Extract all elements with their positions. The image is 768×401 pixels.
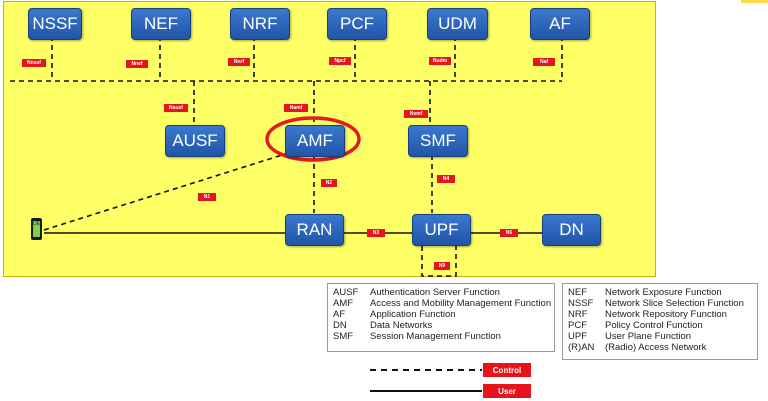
legend-abbr: PCF [568,320,587,331]
legend-row: (R)AN (Radio) Access Network [568,342,752,353]
legend-abbr: SMF [333,331,354,342]
ue-phone-icon: UE [31,218,42,240]
interface-nnef: Nnef [126,60,148,68]
legend-name: Network Exposure Function [605,287,722,298]
ue-label: UE [33,221,40,237]
smf-box: SMF [408,125,468,157]
legend-abbr: AMF [333,298,354,309]
amf-box: AMF [285,125,345,157]
interface-n4: N4 [437,175,455,183]
corner-accent [741,0,768,3]
interface-nnssf: Nnssf [22,59,46,67]
legend-abbr: NSSF [568,298,594,309]
interface-n3: N3 [367,229,385,237]
interface-npcf: Npcf [329,57,351,65]
interface-n6: N6 [500,229,518,237]
nssf-box: NSSF [28,8,82,40]
udm-box: UDM [427,8,488,40]
legend-row: DN Data Networks [333,320,549,331]
legend-row: AF Application Function [333,309,549,320]
ausf-box: AUSF [165,125,225,157]
legend-name: Session Management Function [370,331,501,342]
dn-box: DN [542,214,601,246]
legend-name: Application Function [370,309,456,320]
legend-abbr: NRF [568,309,588,320]
af-box: AF [530,8,590,40]
ran-box: RAN [285,214,344,246]
legend-name: Authentication Server Function [370,287,500,298]
legend-row: SMF Session Management Function [333,331,549,342]
legend-name: Network Slice Selection Function [605,298,744,309]
legend-row: NSSF Network Slice Selection Function [568,298,752,309]
interface-n9: N9 [434,262,450,270]
legend-name: Access and Mobility Management Function [370,298,552,309]
legend-row: PCF Policy Control Function [568,320,752,331]
legend-abbr: AF [333,309,346,320]
legend-abbr: NEF [568,287,587,298]
legend-row: NEF Network Exposure Function [568,287,752,298]
interface-nsmf: Nsmf [404,110,428,118]
legend-name: Network Repository Function [605,309,727,320]
legend-row: UPF User Plane Function [568,331,752,342]
key-user: User [483,384,531,398]
upf-box: UPF [412,214,471,246]
nrf-box: NRF [230,8,290,40]
legend-row: AMF Access and Mobility Management Functi… [333,298,552,309]
legend-name: Data Networks [370,320,433,331]
legend-abbr: DN [333,320,347,331]
interface-naf: Naf [533,58,555,66]
nef-box: NEF [131,8,191,40]
legend-abbr: AUSF [333,287,359,298]
interface-n2: N2 [321,179,337,187]
legend-abbr: UPF [568,331,587,342]
interface-namf: Namf [284,104,308,112]
legend-row: AUSF Authentication Server Function [333,287,549,298]
amf-highlight-ellipse [265,116,361,162]
legend-name: (Radio) Access Network [605,342,707,353]
interface-nnrf: Nnrf [228,58,250,66]
legend-row: NRF Network Repository Function [568,309,752,320]
key-control: Control [483,363,531,377]
interface-n1: N1 [198,193,216,201]
interface-nudm: Nudm [429,57,451,65]
legend-abbr: (R)AN [568,342,595,353]
pcf-box: PCF [327,8,387,40]
legend-name: User Plane Function [605,331,692,342]
interface-nausf: Nausf [164,104,188,112]
legend-name: Policy Control Function [605,320,703,331]
